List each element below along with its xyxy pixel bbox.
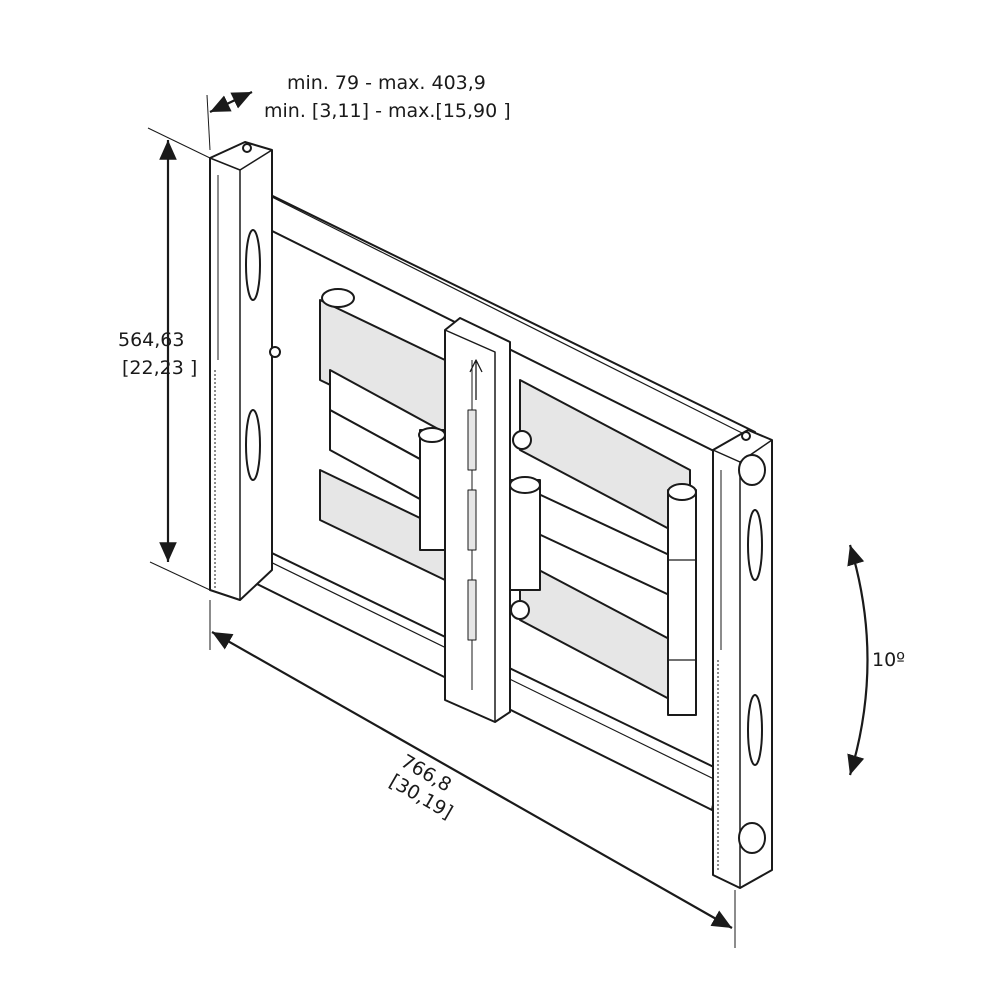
- left-arm-hinge: [419, 429, 446, 551]
- center-bracket: [444, 317, 511, 723]
- tilt-arc: [847, 544, 869, 776]
- extension-line: [149, 561, 211, 591]
- left-lower-arm: [319, 469, 446, 581]
- height-dimension-inches-label: [22,23 ]: [122, 357, 198, 379]
- right-plate-top-screw: [741, 431, 751, 441]
- mount-assembly: [209, 141, 773, 889]
- extension-line: [206, 94, 211, 151]
- right-plate-cap: [738, 454, 766, 486]
- right-plate-cap: [738, 822, 766, 854]
- depth-dimension-line: [209, 91, 253, 113]
- width-dimension-line: [211, 631, 733, 929]
- tension-knob: [512, 430, 532, 450]
- extension-line: [147, 127, 211, 159]
- depth-dimension-label: min. 79 - max. 403,9: [287, 72, 486, 94]
- height-dimension-label: 564,63: [118, 329, 185, 351]
- dimension-lines: [147, 91, 869, 948]
- left-plate-slot: [245, 409, 261, 481]
- right-plate-slot: [747, 509, 763, 581]
- right-arm-column: [667, 489, 697, 716]
- right-wall-plate: [712, 429, 773, 889]
- up-arrow-marking: [469, 359, 483, 400]
- depth-dimension-inches-label: min. [3,11] - max.[15,90 ]: [264, 100, 511, 122]
- left-plate-slot: [245, 229, 261, 301]
- right-plate-slot: [747, 694, 763, 766]
- right-arm-hinge: [509, 479, 541, 591]
- tilt-angle-label: 10º: [872, 649, 906, 671]
- left-plate-top-screw: [242, 143, 252, 153]
- left-wall-plate: [209, 141, 273, 601]
- left-plate-screw: [269, 346, 281, 358]
- tension-knob: [510, 600, 530, 620]
